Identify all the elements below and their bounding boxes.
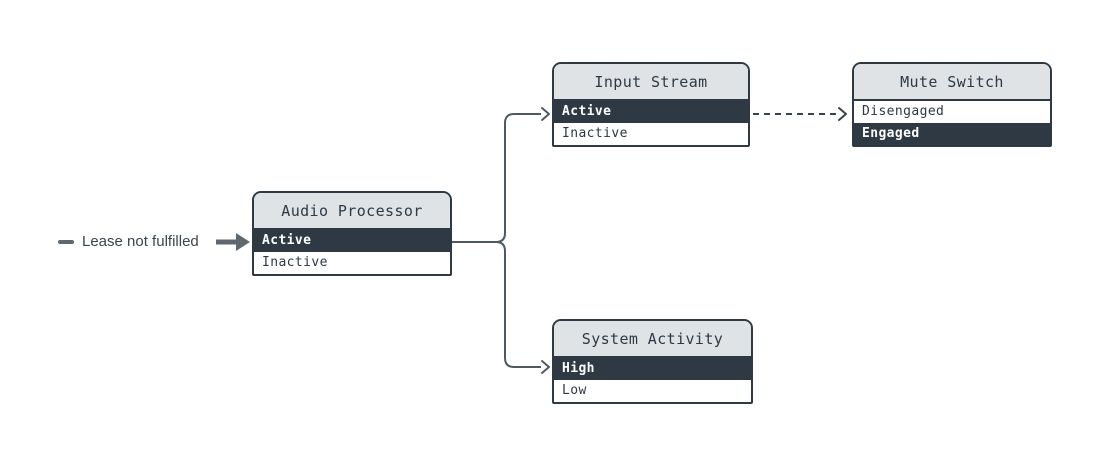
node-system-activity[interactable]: System Activity High Low [552,319,753,404]
node-input-stream[interactable]: Input Stream Active Inactive [552,62,750,147]
state-row[interactable]: Engaged [854,123,1050,145]
node-audio-processor[interactable]: Audio Processor Active Inactive [252,191,452,276]
state-row[interactable]: Active [254,230,450,252]
node-title: Audio Processor [254,193,450,230]
state-row[interactable]: Inactive [554,123,748,145]
branch-down-line [495,241,541,368]
legend-label: Lease not fulfilled [82,233,199,250]
state-row[interactable]: Disengaged [854,101,1050,123]
dashed-arrowhead-icon [838,107,847,121]
state-row[interactable]: Low [554,380,751,402]
arrowhead-icon [541,360,550,374]
state-row[interactable]: Inactive [254,252,450,274]
node-title: Mute Switch [854,64,1050,101]
node-title: Input Stream [554,64,748,101]
arrowhead-icon [541,107,550,121]
state-row[interactable]: High [554,358,751,380]
node-title: System Activity [554,321,751,358]
node-mute-switch[interactable]: Mute Switch Disengaged Engaged [852,62,1052,147]
legend-arrowhead-icon [236,233,250,251]
branch-up-line [495,113,541,243]
state-row[interactable]: Active [554,101,748,123]
